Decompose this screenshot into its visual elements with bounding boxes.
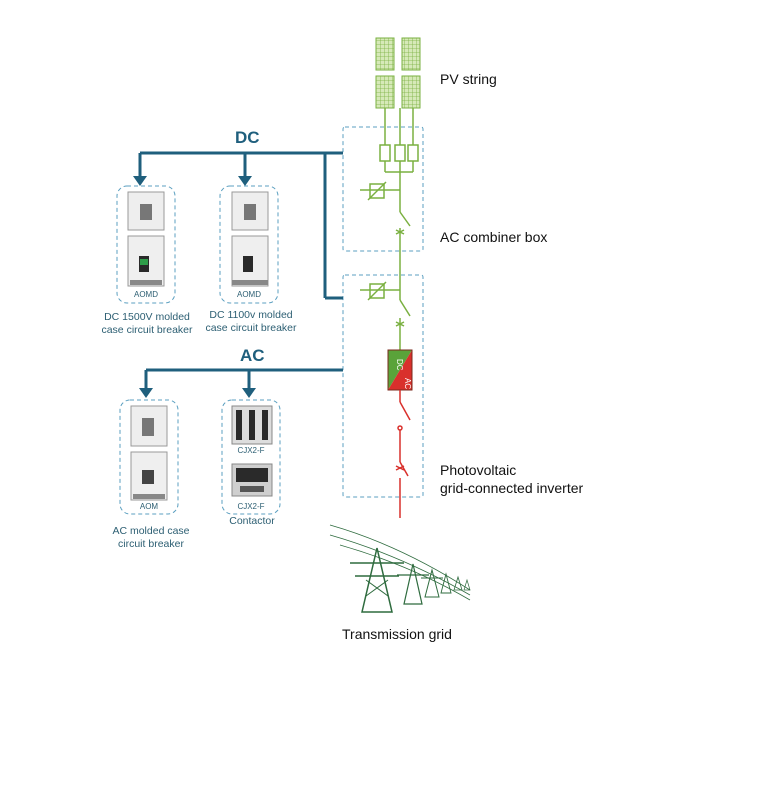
contactor-top-image [231,405,273,445]
ac-bus-label: AC [240,346,265,365]
ac-arrow-right [242,388,256,398]
dc1500-caption-line2: case circuit breaker [101,324,193,336]
inverter-label-line1: Photovoltaic [440,462,517,478]
contactor-tag-bottom: CJX2-F [237,502,265,511]
dc1100-frame [219,185,279,304]
contactor-caption: Contactor [229,515,275,527]
dc1500-frame [116,185,176,304]
ac-breaker-caption: AC molded case circuit breaker [92,525,210,551]
pv-string-icon [375,37,421,145]
inverter-ac-text: AC [403,378,412,389]
ac-breaker-frame [119,399,179,515]
inverter-symbol: DC AC [387,349,413,391]
ac-arrow-left [139,388,153,398]
pv-string-label: PV string [440,71,497,87]
combiner-fuses [360,144,419,300]
dc-arrow-left [133,176,147,186]
combiner-box-frame [342,126,424,252]
dc1500-breaker-image [127,191,165,287]
contactor-frame [221,399,281,515]
dc-bus-lines [138,151,343,300]
ac-breaker-caption-line1: AC molded case [112,525,190,537]
dc1100-caption: DC 1100v molded case circuit breaker [192,309,310,335]
inverter-dc-text: DC [395,359,404,371]
ac-breaker-tag: AOM [139,502,159,511]
transmission-grid-label: Transmission grid [342,626,452,642]
dc1100-breaker-image [231,191,269,287]
dc-arrow-right [238,176,252,186]
dc1100-tag: AOMD [237,290,261,299]
combiner-box-label: AC combiner box [440,229,548,245]
contactor-tag-top: CJX2-F [237,446,265,455]
dc1100-caption-line1: DC 1100v molded [209,309,293,321]
dc-bus-label: DC [235,128,260,147]
ac-bus-lines [144,368,343,390]
inverter-label-line2: grid-connected inverter [440,480,584,496]
ac-breaker-image [130,405,168,501]
dc1100-caption-line2: case circuit breaker [205,322,297,334]
ac-breaker-caption-line2: circuit breaker [118,538,184,550]
dc1500-caption: DC 1500V molded case circuit breaker [88,311,206,337]
inverter-dc-section [360,281,411,350]
dc1500-caption-line1: DC 1500V molded [104,311,190,323]
contactor-bottom-image [231,463,273,497]
inverter-label: Photovoltaic grid-connected inverter [440,461,583,497]
dc1500-tag: AOMD [134,290,158,299]
inverter-ac-section [395,390,411,518]
inverter-box-frame [342,274,424,498]
transmission-tower-icon [329,524,471,613]
